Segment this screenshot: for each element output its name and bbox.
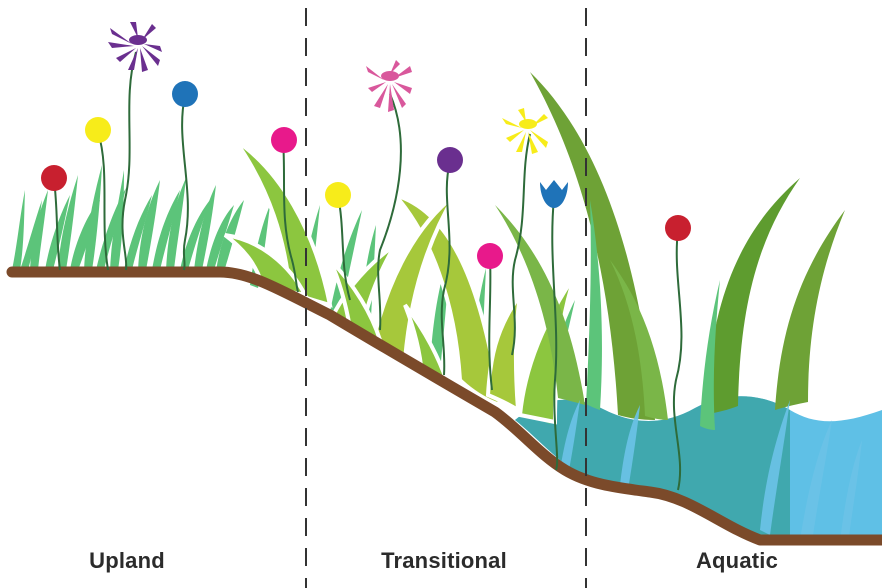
zone-label-transitional: Transitional bbox=[381, 548, 507, 574]
transitional-leaves bbox=[225, 140, 575, 422]
round-flower-icon bbox=[172, 81, 198, 107]
zone-label-aquatic: Aquatic bbox=[696, 548, 778, 574]
daisy-flower-icon bbox=[108, 22, 162, 72]
round-flower-icon bbox=[477, 243, 503, 269]
round-flower-icon bbox=[85, 117, 111, 143]
round-flower-icon bbox=[41, 165, 67, 191]
round-flower-icon bbox=[437, 147, 463, 173]
zone-label-upland: Upland bbox=[89, 548, 165, 574]
tulip-icon bbox=[540, 180, 568, 208]
round-flower-icon bbox=[665, 215, 691, 241]
round-flower-icon bbox=[325, 182, 351, 208]
grass-blade-icon bbox=[775, 210, 845, 410]
daisy-flower-icon bbox=[502, 108, 548, 154]
grass-blade-icon bbox=[84, 165, 102, 270]
daisy-flower-icon bbox=[366, 60, 412, 112]
round-flower-icon bbox=[271, 127, 297, 153]
grass-blade-icon bbox=[12, 190, 25, 270]
